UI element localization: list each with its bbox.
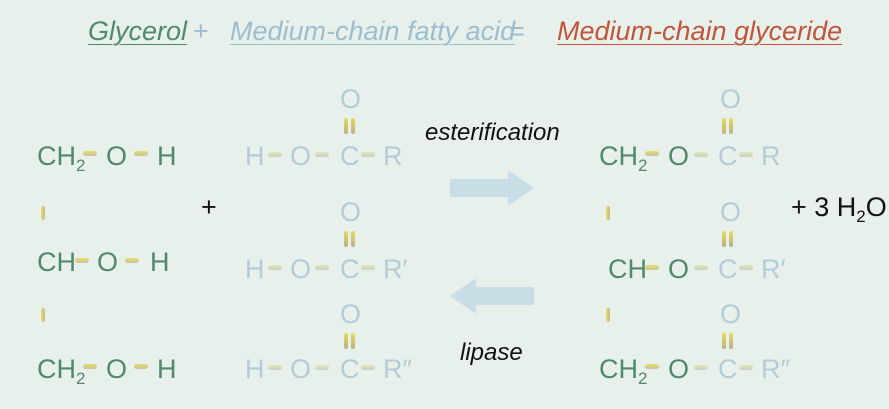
glycerol-ch2-top: CH2 — [37, 141, 86, 175]
bond — [75, 258, 89, 263]
product-r-prime: R′ — [761, 254, 786, 284]
bond — [739, 152, 753, 157]
acid-r: R — [383, 141, 403, 171]
header-glycerol: Glycerol — [88, 16, 188, 46]
forward-arrow-icon — [450, 170, 534, 206]
vertical-bond — [41, 308, 45, 322]
bond — [134, 364, 148, 369]
glycerol-h: H — [150, 247, 170, 277]
header-glyceride: Medium-chain glyceride — [557, 16, 843, 46]
product-ch: CH — [608, 254, 647, 284]
vertical-bond — [606, 206, 610, 220]
bond — [268, 265, 282, 270]
bond — [645, 265, 659, 270]
esterification-label: esterification — [425, 119, 560, 146]
bond — [361, 365, 375, 370]
acid-c: C — [340, 354, 360, 384]
double-bond — [344, 333, 355, 349]
bond — [268, 152, 282, 157]
bond — [739, 365, 753, 370]
bond — [125, 258, 139, 263]
product-o: O — [668, 254, 690, 284]
acid-o: O — [290, 354, 312, 384]
plus-sign: + — [201, 192, 217, 222]
carbonyl-o: O — [720, 299, 742, 329]
acid-h: H — [245, 354, 265, 384]
glycerol-ch2-bottom: CH2 — [37, 354, 86, 388]
bond — [83, 151, 97, 156]
glycerol-o: O — [97, 247, 119, 277]
bond — [315, 152, 329, 157]
header-equals: = — [509, 16, 525, 46]
double-bond — [344, 118, 355, 134]
bond — [694, 265, 708, 270]
product-c: C — [718, 141, 738, 171]
bond — [315, 365, 329, 370]
glycerol-h: H — [157, 141, 177, 171]
product-o: O — [668, 354, 690, 384]
bond — [268, 365, 282, 370]
carbonyl-o: O — [340, 84, 362, 114]
acid-r-prime: R′ — [383, 254, 408, 284]
double-bond — [344, 231, 355, 247]
product-r-double-prime: R″ — [761, 354, 791, 384]
double-bond — [722, 231, 733, 247]
glycerol-o: O — [106, 354, 128, 384]
acid-c: C — [340, 254, 360, 284]
glycerol-ch: CH — [37, 247, 76, 277]
bond — [83, 364, 97, 369]
product-r: R — [761, 141, 781, 171]
header-plus: + — [193, 16, 209, 46]
bond — [315, 265, 329, 270]
bond — [694, 365, 708, 370]
vertical-bond — [41, 206, 45, 220]
vertical-bond — [606, 308, 610, 322]
acid-h: H — [245, 254, 265, 284]
double-bond — [722, 333, 733, 349]
product-ch2-top: CH2 — [599, 141, 648, 175]
product-c: C — [718, 254, 738, 284]
bond — [694, 152, 708, 157]
product-o: O — [668, 141, 690, 171]
product-ch2-bottom: CH2 — [599, 354, 648, 388]
bond — [361, 265, 375, 270]
product-c: C — [718, 354, 738, 384]
carbonyl-o: O — [720, 84, 742, 114]
reverse-arrow-icon — [450, 278, 534, 314]
acid-o: O — [290, 254, 312, 284]
header-fatty-acid: Medium-chain fatty acid — [230, 16, 516, 46]
double-bond — [722, 118, 733, 134]
carbonyl-o: O — [720, 197, 742, 227]
acid-h: H — [245, 141, 265, 171]
bond — [739, 265, 753, 270]
bond — [645, 151, 659, 156]
carbonyl-o: O — [340, 197, 362, 227]
lipase-label: lipase — [460, 339, 523, 366]
bond — [645, 364, 659, 369]
carbonyl-o: O — [340, 299, 362, 329]
bond — [134, 151, 148, 156]
glycerol-o: O — [106, 141, 128, 171]
acid-c: C — [340, 141, 360, 171]
acid-r-double-prime: R″ — [383, 354, 413, 384]
bond — [361, 152, 375, 157]
glycerol-h: H — [157, 354, 177, 384]
water-label: + 3 H2O — [791, 192, 887, 226]
acid-o: O — [290, 141, 312, 171]
